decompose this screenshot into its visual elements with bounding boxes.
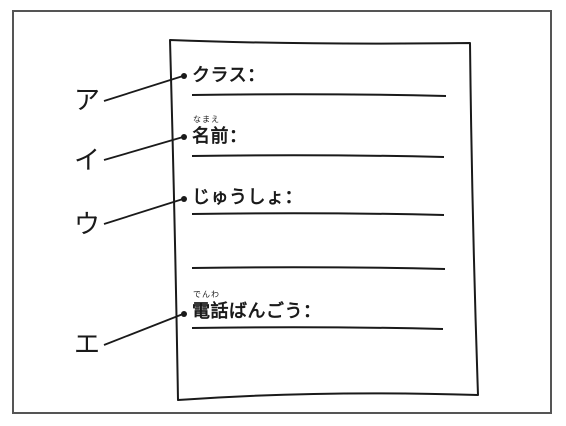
marker-u: ウ — [74, 210, 101, 240]
field-label-class: クラス： — [192, 65, 266, 86]
leader-line-i — [103, 136, 184, 161]
answer-line-address-2 — [191, 266, 446, 270]
answer-line-name — [191, 154, 445, 158]
leader-line-e — [103, 313, 184, 346]
answer-line-class — [191, 93, 447, 97]
ruby-phone: でんわ — [193, 290, 220, 299]
pointer-dot-address — [181, 196, 187, 202]
answer-line-phone — [191, 326, 444, 330]
marker-a: ア — [74, 86, 101, 116]
paper-sheet — [169, 39, 479, 401]
leader-line-u — [103, 198, 184, 225]
answer-line-address-1 — [191, 212, 445, 216]
leader-line-a — [103, 75, 184, 102]
pointer-dot-name — [181, 134, 187, 140]
ruby-name: なまえ — [193, 115, 220, 124]
marker-i: イ — [74, 146, 101, 176]
pointer-dot-phone — [181, 311, 187, 317]
field-label-phone: 電話ばんごう： — [192, 301, 322, 322]
field-label-name: 名前： — [192, 126, 248, 147]
marker-e: エ — [74, 330, 101, 360]
field-label-address: じゅうしょ： — [192, 187, 303, 208]
pointer-dot-class — [181, 73, 187, 79]
